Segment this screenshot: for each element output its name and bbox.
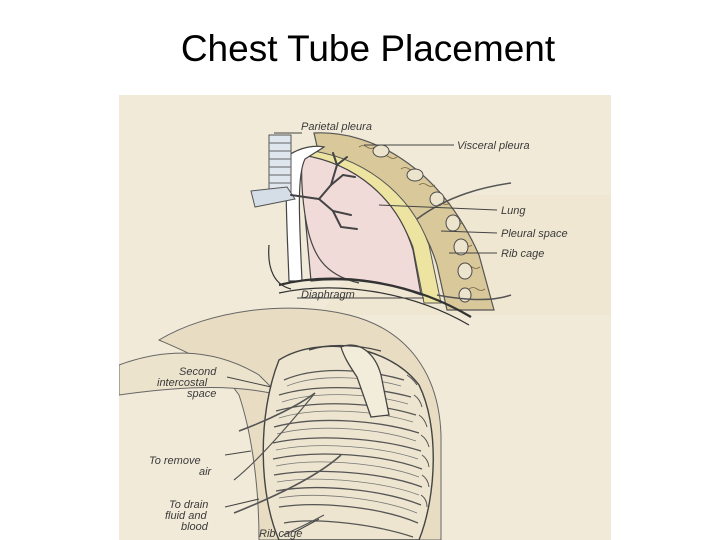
lower-panel-torso: Second intercostal space To remove air T… [119,307,442,540]
label-visceral-pleura: Visceral pleura [457,140,530,152]
rib-ovals [372,144,473,303]
tube-to-drain [233,454,342,514]
trachea [250,134,296,208]
clavicle [308,344,382,352]
chest-tube-upper-a [416,182,512,220]
label-to-remove: To remove [149,455,201,467]
upper-leader-lines [274,132,498,299]
tube-to-remove-air [238,392,316,432]
lower-ribs-inner [275,377,420,514]
rib-tips [406,374,430,508]
mediastinum [285,145,326,282]
label-pleural-space: Pleural space [501,228,568,240]
label-second: Second [179,366,217,378]
label-parietal-pleura: Parietal pleura [301,121,372,133]
label-rib-cage-upper: Rib cage [501,248,544,260]
label-fluid-and: fluid and [165,510,207,522]
label-to-drain: To drain [169,499,208,511]
lower-leader-lines [224,376,320,533]
diaphragm-lower-edge [278,287,470,326]
tube-rib-pointer [282,514,325,536]
chest-tube-upper-b [436,294,512,301]
label-blood: blood [181,521,209,533]
label-intercostal: intercostal [157,377,208,389]
label-diaphragm: Diaphragm [301,289,355,301]
lower-ribs [272,369,423,538]
bronchial-tree [290,152,358,230]
label-air: air [199,466,213,478]
tube-second-line [233,392,316,481]
upper-panel-cross-section: Parietal pleura Visceral pleura Lung Ple… [250,121,611,326]
label-rib-cage-lower: Rib cage [259,528,302,540]
label-lung: Lung [501,205,526,217]
chest-tube-illustration: Parietal pleura Visceral pleura Lung Ple… [119,95,611,540]
illustration-svg: Parietal pleura Visceral pleura Lung Ple… [119,95,611,540]
label-space: space [187,388,216,400]
slide-title: Chest Tube Placement [180,28,556,69]
diaphragm [278,277,472,318]
diaphragm-left [268,244,292,290]
